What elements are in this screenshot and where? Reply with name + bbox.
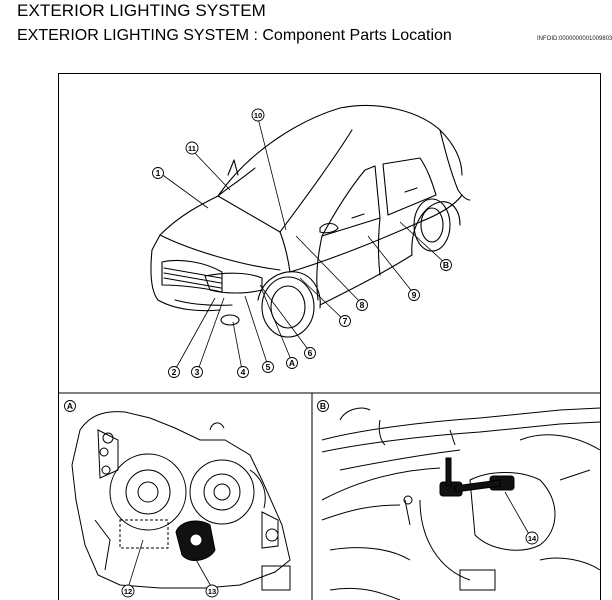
panel-a-actuator [175,520,216,561]
callout-14: 14 [525,531,539,545]
panel-b-leaders [504,491,531,537]
callout-11: 11 [185,141,199,155]
svg-text:13: 13 [208,587,216,596]
svg-text:5: 5 [266,362,271,372]
callout-2: 2 [168,366,180,378]
svg-text:8: 8 [360,300,365,310]
svg-text:A: A [67,401,73,411]
component-location-figure [58,73,601,600]
section-title: EXTERIOR LIGHTING SYSTEM [17,1,266,20]
callout-4: 4 [237,366,249,378]
callout-6: 6 [304,347,316,359]
vehicle-drawing [150,104,471,338]
svg-text:7: 7 [343,316,348,326]
callout-8: 8 [356,299,368,311]
panel-a-headlamp-drawing [71,411,291,591]
callout-5: 5 [262,361,274,373]
svg-text:4: 4 [241,367,246,377]
callout-3: 3 [191,366,203,378]
svg-text:B: B [443,260,449,270]
svg-text:B: B [320,401,326,411]
panel-a-callouts: A 12 13 [64,400,219,598]
callout-B: B [440,259,452,271]
svg-text:6: 6 [308,348,313,358]
svg-text:1: 1 [156,168,161,178]
svg-text:A: A [289,358,295,368]
panel-b-callouts: B 14 [317,400,539,545]
info-id: INFOID:0000000001009803 [537,36,612,42]
svg-text:14: 14 [528,534,537,543]
panel-a-leaders [127,539,213,589]
callout-1: 1 [152,167,164,179]
callout-12: 12 [121,584,135,598]
page-title: EXTERIOR LIGHTING SYSTEM : Component Par… [17,27,452,44]
panel-a-label: A [64,400,76,412]
panel-b-label: B [317,400,329,412]
svg-text:10: 10 [254,111,262,120]
callout-9: 9 [408,289,420,301]
callout-13: 13 [205,584,219,598]
callout-A: A [286,357,298,369]
leader-lines [159,117,447,371]
svg-text:2: 2 [172,367,177,377]
svg-text:9: 9 [412,290,417,300]
panel-b-height-sensor [439,457,515,497]
callout-7: 7 [339,315,351,327]
svg-text:11: 11 [188,144,196,153]
main-callouts: 1 11 10 2 3 4 5 A 6 7 8 9 B [152,108,452,378]
svg-text:3: 3 [195,367,200,377]
callout-10: 10 [251,108,265,122]
svg-text:12: 12 [124,587,132,596]
panel-b-suspension-drawing [321,407,601,600]
